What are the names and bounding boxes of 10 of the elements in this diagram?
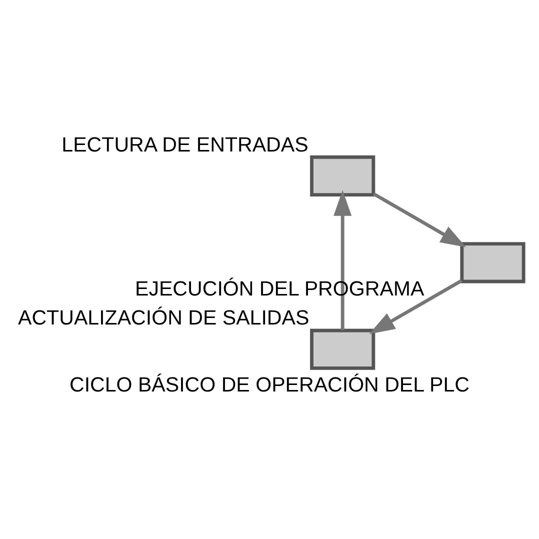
node-box [460,242,526,284]
edge-label: EJECUCIÓN DEL PROGRAMA [135,277,424,300]
node-box [310,328,376,370]
node-label: ACTUALIZACIÓN DE SALIDAS [18,306,310,330]
node-box [310,155,376,197]
arrow [334,190,352,330]
caption: CICLO BÁSICO DE OPERACIÓN DEL PLC [69,373,470,396]
arrow [372,192,466,248]
arrow [369,279,462,334]
node-label: LECTURA DE ENTRADAS [62,133,308,156]
